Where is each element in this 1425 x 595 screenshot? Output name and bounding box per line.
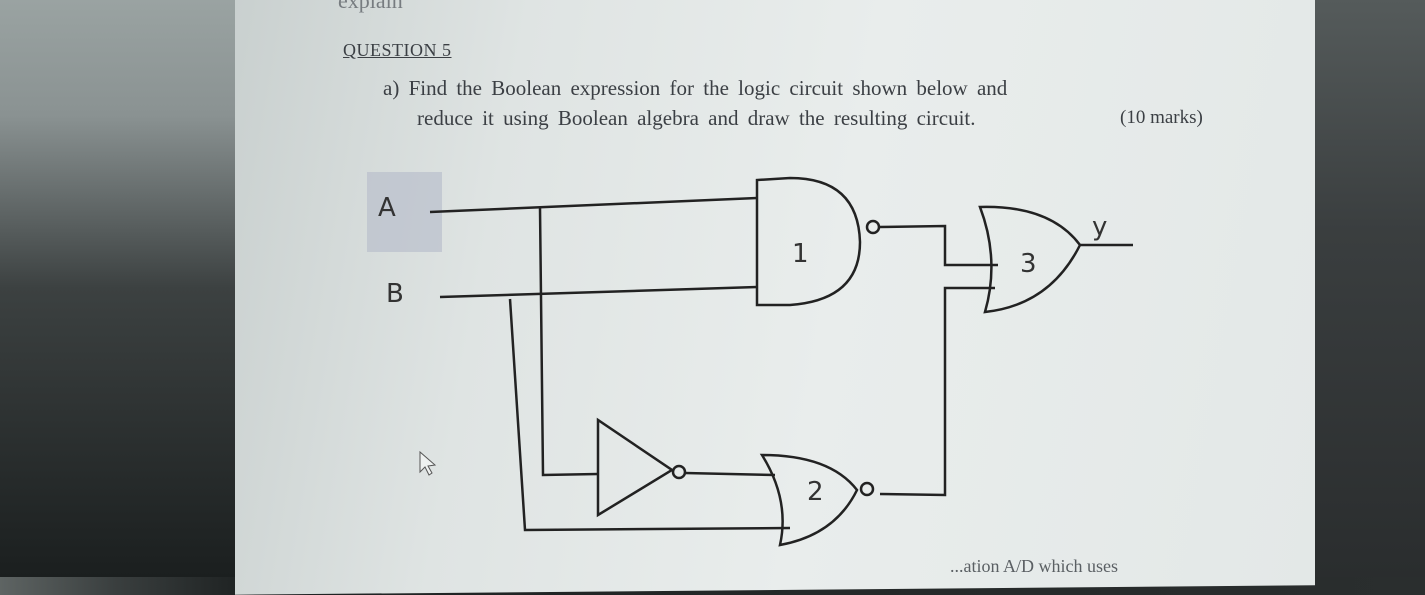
wire-gate2-to-gate3 (879, 286, 995, 497)
gate-3-or (978, 205, 1082, 314)
input-label-b: B (386, 279, 404, 309)
wire-not-to-gate2 (684, 471, 776, 477)
gate-2-label: 2 (807, 477, 824, 507)
question-line-2: reduce it using Boolean algebra and draw… (417, 106, 976, 130)
top-text-fragment: explain (338, 0, 403, 13)
logic-circuit-diagram: A B y 1 2 3 (367, 172, 1133, 547)
input-label-a: A (378, 193, 396, 223)
gate-1-bubble (865, 219, 881, 235)
wire-b (439, 285, 758, 299)
part-label: a) (383, 76, 400, 100)
footer-text-fragment: ...ation A/D which uses (950, 556, 1118, 576)
mouse-pointer-icon (419, 450, 437, 476)
marks-label: (10 marks) (1120, 107, 1203, 128)
question-line-1: a) Find the Boolean expression for the l… (383, 76, 1007, 101)
wire-a-to-not (538, 207, 599, 477)
gate-1-nand (755, 176, 862, 307)
not-gate (596, 417, 675, 518)
wire-gate1-to-gate3 (878, 224, 998, 267)
wire-b-to-nor (508, 298, 791, 532)
gate-2-bubble (859, 481, 875, 497)
gate-3-label: 3 (1020, 249, 1037, 279)
gate-1-label: 1 (792, 239, 809, 269)
question-text-1: Find the Boolean expression for the logi… (408, 76, 1008, 100)
question-heading: QUESTION 5 (343, 40, 452, 60)
input-highlight (367, 172, 442, 252)
wire-a (429, 196, 758, 214)
gate-2-nor (759, 453, 859, 547)
not-bubble (671, 464, 687, 480)
output-label-y: y (1092, 212, 1107, 242)
monitor-bezel-left (0, 0, 260, 577)
monitor-bezel-right (1295, 0, 1425, 577)
